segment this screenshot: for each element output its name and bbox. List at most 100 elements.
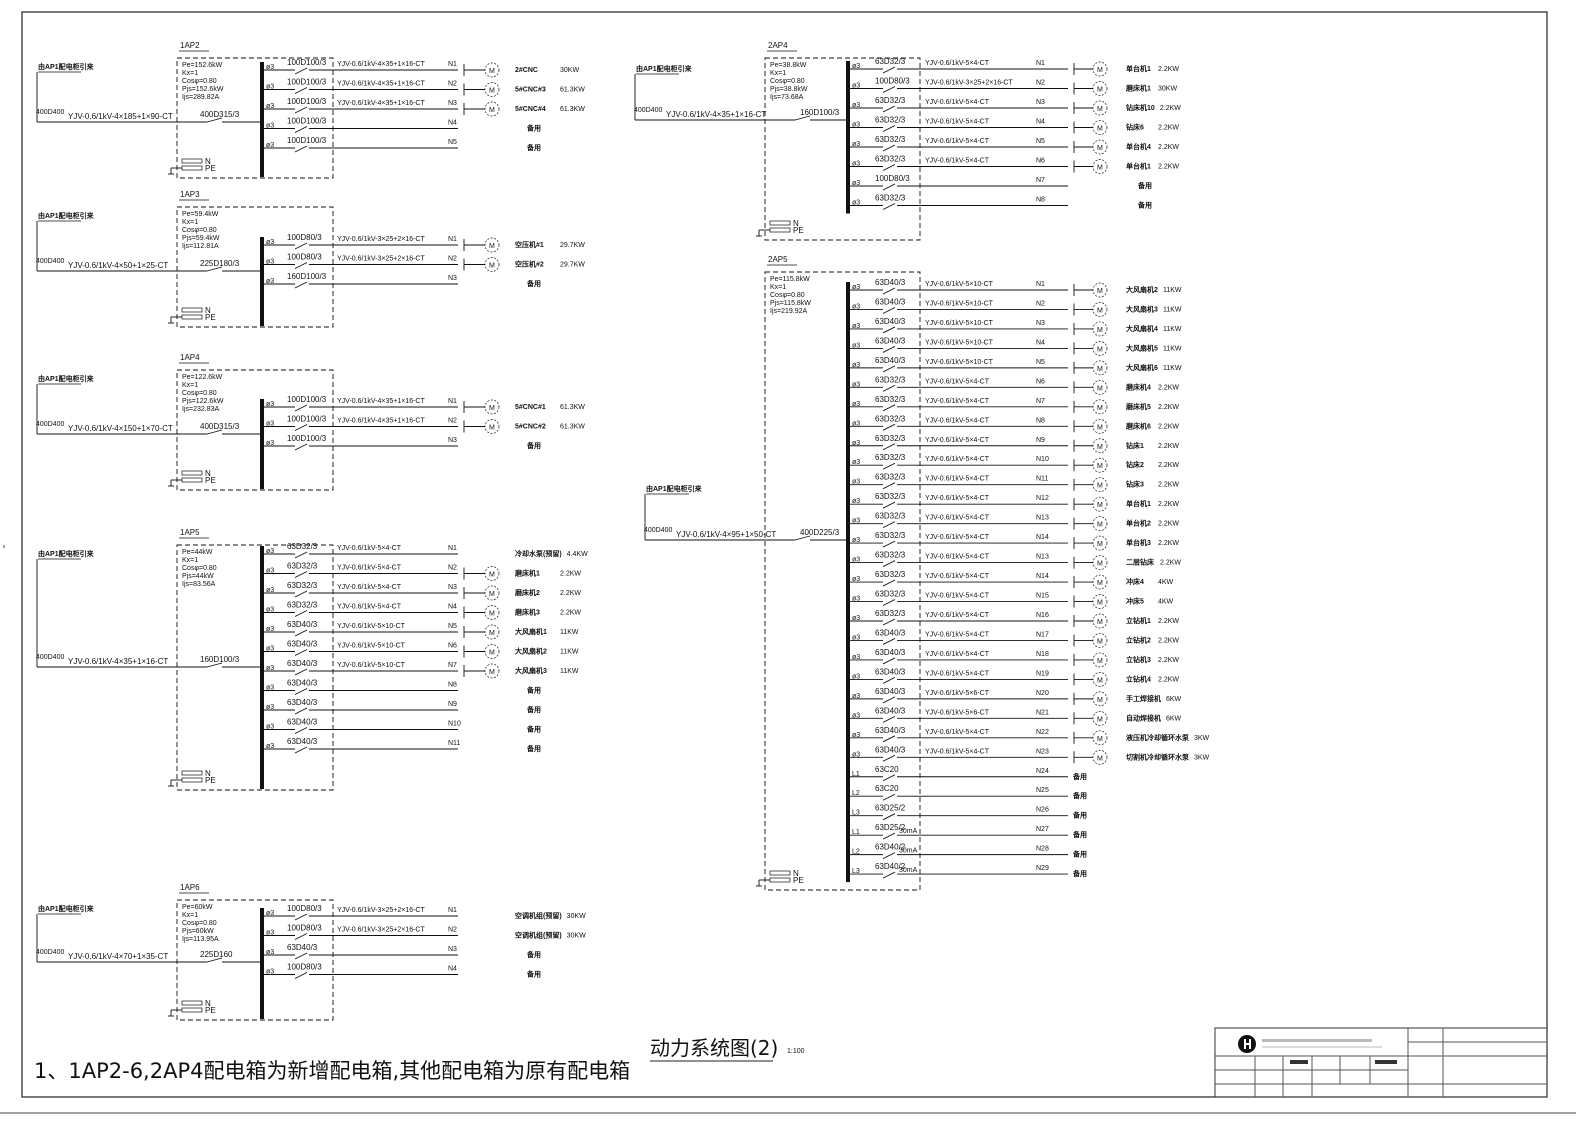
feeder-cable: YJV-0.6/1kV-5×4-CT [925, 651, 990, 658]
distribution-panel-2ap5: 2AP5Pe=115.8kWKx=1Cosφ=0.80Pjs=115.8kWIj… [644, 255, 1210, 891]
load-name: 大风扇机5 [1126, 343, 1158, 352]
load-name: 5#CNC#2 [515, 424, 546, 431]
breaker-contact [882, 560, 896, 567]
motor-symbol: M [489, 107, 495, 114]
panel-parameter: Cosφ=0.80 [182, 920, 217, 927]
motor-symbol: M [1097, 463, 1103, 470]
circuit-breaker: 100D80/3 [875, 174, 910, 183]
phase-label: ø3 [266, 568, 274, 575]
pe-label: PE [205, 313, 216, 322]
motor-icon [1092, 341, 1108, 356]
load-name: 备用 [526, 143, 541, 152]
phase-label: ø3 [266, 607, 274, 614]
circuit-breaker: 63C20 [875, 784, 899, 793]
panel-enclosure [176, 899, 334, 1021]
panel-parameter: Kx=1 [182, 70, 198, 77]
feeder-cable: YJV-0.6/1kV-3×25+2×16-CT [337, 256, 425, 263]
feeder-cable: YJV-0.6/1kV-5×10-CT [925, 320, 994, 327]
load-power: 30KW [567, 913, 586, 920]
load-name: 磨床机3 [515, 608, 540, 617]
motor-symbol: M [489, 630, 495, 637]
motor-symbol: M [1097, 165, 1103, 172]
load-name: 大风扇机3 [1126, 304, 1158, 313]
breaker-contact [294, 571, 308, 578]
circuit-number: N4 [448, 120, 457, 127]
breaker-contact [882, 813, 896, 821]
motor-icon [1092, 477, 1108, 493]
load-name: 备用 [526, 950, 541, 959]
load-power: 11KW [1163, 365, 1182, 372]
motor-icon [1092, 672, 1108, 687]
circuit-number: N3 [1036, 320, 1045, 327]
load-power: 2.2KW [1158, 482, 1179, 489]
circuit-number: N27 [1036, 826, 1049, 833]
circuit-number: N2 [1036, 80, 1045, 87]
feeder-cable: YJV-0.6/1kV-5×4-CT [925, 60, 990, 67]
main-switch-contact [206, 662, 223, 668]
circuit-number: N1 [448, 907, 457, 914]
circuit-number: N2 [448, 565, 457, 572]
panel-parameter: Pe=44kW [182, 549, 213, 556]
phase-label: ø3 [852, 303, 860, 310]
feeder-cable: YJV-0.6/1kV-4×35+1×16-CT [337, 100, 425, 107]
phase-label: ø3 [852, 732, 860, 739]
circuit-breaker: 63D32/3 [875, 570, 906, 579]
neutral-label: N [205, 469, 211, 478]
load-power: 2.2KW [560, 590, 581, 597]
load-power: 2.2KW [1158, 66, 1179, 73]
load-power: 2.2KW [1158, 521, 1179, 528]
panel-name: 1AP2 [180, 41, 200, 50]
load-power: 2.2KW [1158, 676, 1179, 683]
breaker-contact [882, 443, 896, 451]
circuit-number: N29 [1036, 865, 1049, 872]
load-power: 3KW [1194, 735, 1210, 742]
circuit-number: N2 [448, 81, 457, 88]
motor-icon [1092, 691, 1108, 707]
circuit-number: N1 [1036, 281, 1045, 288]
feeder-cable: YJV-0.6/1kV-5×4-CT [925, 99, 990, 106]
circuit-number: N3 [448, 946, 457, 953]
pe-bar [769, 227, 791, 233]
circuit-breaker: 63D32/3 [287, 562, 318, 571]
motor-symbol: M [489, 88, 495, 95]
main-breaker: 400D315/3 [200, 422, 240, 431]
neutral-bar [769, 870, 791, 876]
circuit-number: N1 [448, 545, 457, 552]
load-name: 备用 [526, 124, 541, 133]
phase-label: ø3 [852, 634, 860, 641]
circuit-breaker: 100D100/3 [287, 58, 327, 67]
phase-label: ø3 [266, 626, 274, 633]
load-power: 4KW [1158, 579, 1174, 586]
load-power: 6KW [1166, 715, 1182, 722]
breaker-contact [882, 540, 896, 548]
phase-label: ø3 [266, 548, 274, 555]
feeder-cable: YJV-0.6/1kV-5×10-CT [337, 623, 406, 630]
motor-symbol: M [1097, 483, 1103, 490]
motor-symbol: M [1097, 697, 1103, 704]
load-name: 立钻机2 [1126, 635, 1151, 644]
load-power: 4KW [1158, 599, 1174, 606]
main-switch-contact [206, 429, 223, 435]
neutral-bar [181, 770, 203, 776]
circuit-number: N1 [448, 61, 457, 68]
logo-mark [1244, 1043, 1251, 1045]
load-power: 11KW [560, 649, 579, 656]
breaker-contact [882, 144, 896, 152]
breaker-contact [882, 521, 896, 529]
phase-label: L1 [852, 829, 860, 836]
source-breaker: 400D400 [36, 949, 65, 956]
pe-label: PE [205, 776, 216, 785]
phase-label: ø3 [852, 200, 860, 207]
panel-parameter: Pe=38.8kW [770, 62, 807, 69]
load-name: 磨床机6 [1126, 421, 1151, 430]
signature [1290, 1060, 1308, 1064]
panel-parameter: Cosφ=0.80 [182, 390, 217, 397]
